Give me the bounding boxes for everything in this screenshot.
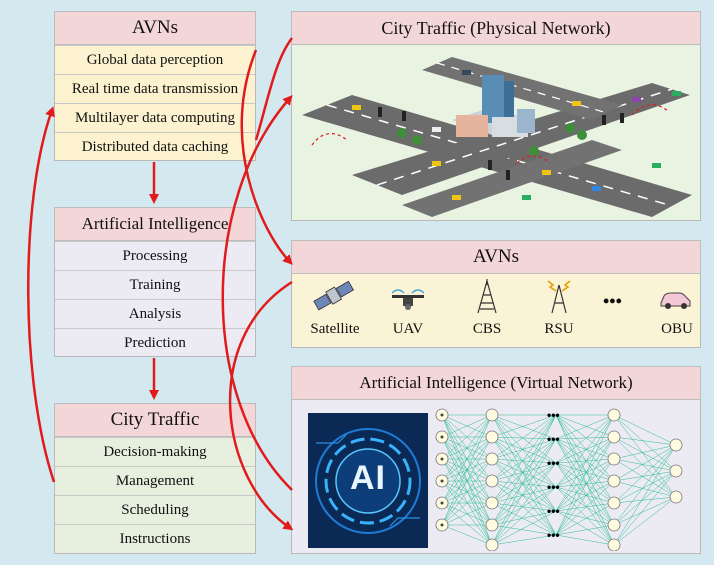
city-traffic-illustration	[302, 57, 692, 217]
network-node	[607, 518, 621, 532]
hidden-layer-dots: •••	[547, 432, 560, 446]
network-node	[607, 452, 621, 466]
node-label-cbs: CBS	[472, 321, 502, 337]
arrow-city-to-avns	[27, 106, 56, 483]
node-label-satellite: Satellite	[310, 321, 360, 337]
city-item-decision: Decision-making	[55, 437, 255, 466]
rsu-icon	[547, 280, 571, 314]
ai-item-prediction: Prediction	[55, 328, 255, 357]
ai-item-training: Training	[55, 270, 255, 299]
network-node	[485, 518, 499, 532]
avns-item-computing: Multilayer data computing	[55, 103, 255, 132]
hidden-layer-dots: •••	[547, 528, 560, 542]
ai-image: AI	[308, 413, 428, 548]
avns-item-caching: Distributed data caching	[55, 132, 255, 161]
network-node	[607, 408, 621, 422]
left-ai-panel: Artificial Intelligence Processing Train…	[54, 207, 256, 357]
left-avns-panel: AVNs Global data perception Real time da…	[54, 11, 256, 161]
left-city-title: City Traffic	[54, 403, 256, 437]
network-node	[485, 452, 499, 466]
network-node	[485, 538, 499, 551]
ai-item-analysis: Analysis	[55, 299, 255, 328]
virtual-network-panel: Artificial Intelligence (Virtual Network…	[291, 366, 701, 554]
virtual-network-title: Artificial Intelligence (Virtual Network…	[291, 366, 701, 400]
vehicles	[352, 70, 681, 200]
avns-network-title: AVNs	[291, 240, 701, 274]
cbs-tower-icon	[477, 279, 497, 314]
ellipsis: •••	[603, 291, 622, 311]
network-node	[669, 464, 683, 478]
network-node	[485, 474, 499, 488]
car-icon	[660, 292, 691, 309]
city-item-management: Management	[55, 466, 255, 495]
physical-network-panel: City Traffic (Physical Network)	[291, 11, 701, 221]
network-node	[485, 496, 499, 510]
hidden-layer-dots: •••	[547, 456, 560, 470]
network-node	[607, 474, 621, 488]
traffic-lights	[378, 107, 624, 180]
node-label-rsu: RSU	[544, 321, 574, 337]
node-label-uav: UAV	[392, 321, 424, 337]
network-node	[669, 490, 683, 504]
left-ai-title: Artificial Intelligence	[54, 207, 256, 241]
ai-item-processing: Processing	[55, 241, 255, 270]
network-node	[607, 430, 621, 444]
avns-item-perception: Global data perception	[55, 45, 255, 74]
neural-network-diagram: ••• ••• ••• ••• ••• •••	[435, 408, 683, 551]
network-node	[485, 408, 499, 422]
satellite-icon	[313, 280, 355, 311]
city-item-instructions: Instructions	[55, 524, 255, 554]
network-node	[669, 438, 683, 452]
network-node	[607, 538, 621, 551]
avns-network-panel: AVNs •••	[291, 240, 701, 348]
uav-icon	[391, 289, 425, 310]
city-item-scheduling: Scheduling	[55, 495, 255, 524]
city-buildings	[452, 75, 535, 137]
hidden-layer-dots: •••	[547, 408, 560, 422]
ai-text: AI	[350, 459, 386, 497]
network-node	[607, 496, 621, 510]
physical-network-title: City Traffic (Physical Network)	[291, 11, 701, 45]
hidden-layer-dots: •••	[547, 480, 560, 494]
arrow-avns-to-physical	[254, 37, 293, 141]
avns-item-transmission: Real time data transmission	[55, 74, 255, 103]
left-avns-title: AVNs	[54, 11, 256, 45]
network-node	[485, 430, 499, 444]
left-city-panel: City Traffic Decision-making Management …	[54, 403, 256, 554]
v2v-links	[311, 104, 669, 164]
node-label-obu: OBU	[661, 321, 693, 337]
hidden-layer-dots: •••	[547, 504, 560, 518]
trees	[397, 123, 587, 156]
